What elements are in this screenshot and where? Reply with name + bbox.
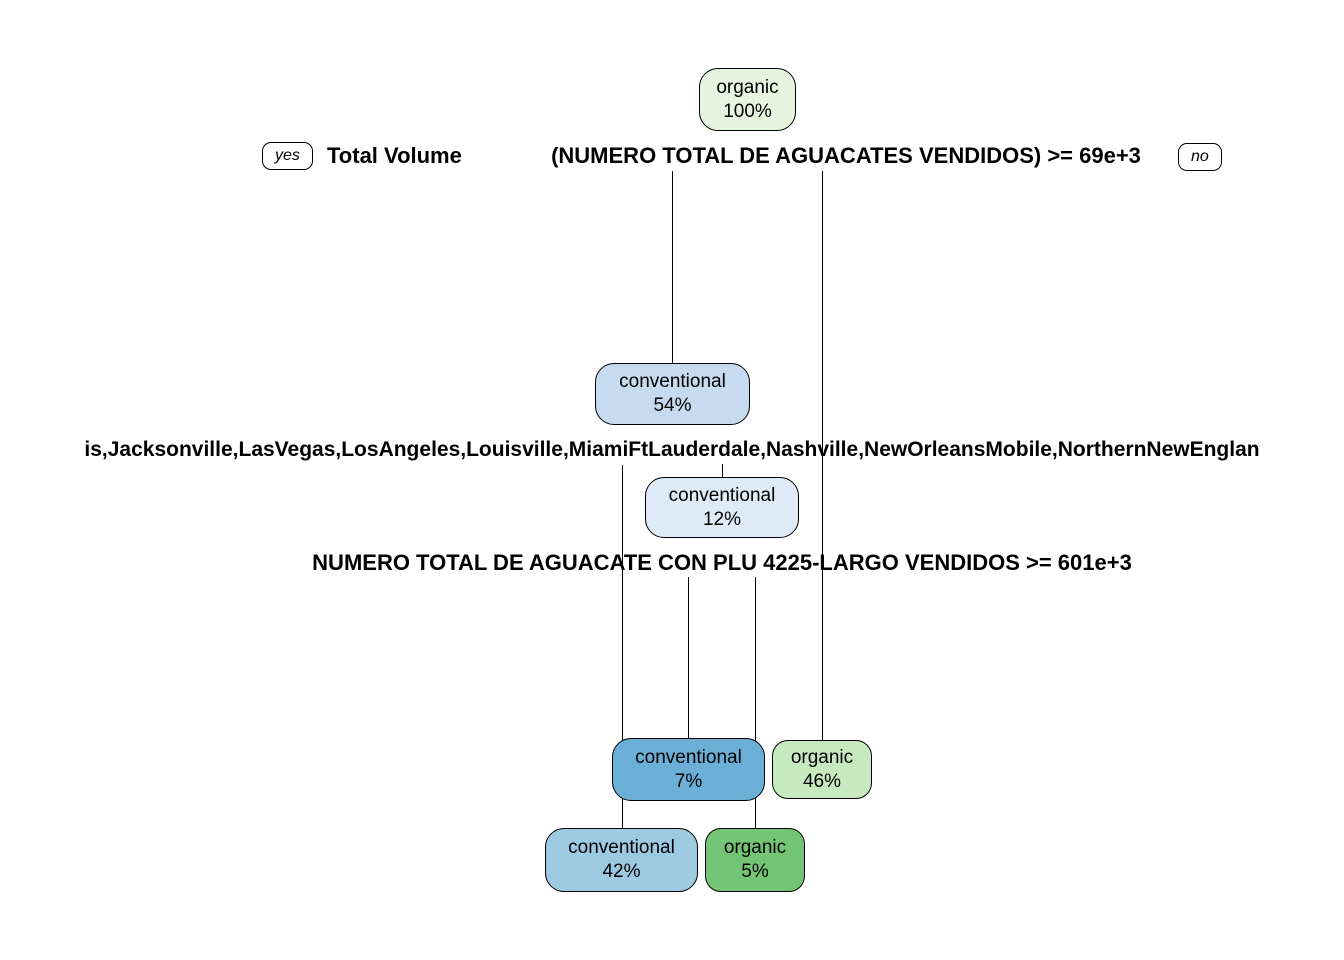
tree-node-conv42: conventional 42% [545, 828, 698, 892]
tree-node-conv12: conventional 12% [645, 477, 799, 538]
node-percent: 12% [702, 508, 742, 530]
node-percent: 54% [653, 395, 692, 416]
node-percent: 100% [723, 100, 772, 122]
tree-node-root: organic 100% [699, 68, 796, 131]
node-class-label: conventional [635, 746, 742, 768]
tree-node-org46: organic 46% [772, 740, 872, 799]
no-badge: no [1178, 143, 1222, 171]
branch-conv12-to-conv7 [688, 577, 689, 738]
split1-condition: (NUMERO TOTAL DE AGUACATES VENDIDOS) >= … [551, 143, 1141, 168]
node-class-label: organic [716, 76, 779, 98]
node-percent: 46% [802, 770, 842, 792]
tree-node-org5: organic 5% [705, 828, 805, 892]
tree-node-conv7: conventional 7% [612, 738, 765, 801]
node-class-label: conventional [619, 371, 726, 392]
branch-conv54-to-conv42 [622, 465, 623, 828]
split3-condition: NUMERO TOTAL DE AGUACATE CON PLU 4225-LA… [312, 550, 1132, 575]
node-class-label: conventional [568, 837, 675, 858]
yes-badge: yes [262, 142, 313, 170]
node-percent: 5% [741, 861, 769, 882]
tree-node-conv54: conventional 54% [595, 363, 750, 425]
split1-variable: Total Volume [327, 143, 462, 168]
branch-conv12-to-org5 [755, 577, 756, 828]
node-class-label: organic [723, 837, 787, 858]
node-percent: 7% [674, 770, 703, 792]
branch-root-to-org46 [822, 171, 823, 741]
split2-city-list: is,Jacksonville,LasVegas,LosAngeles,Loui… [84, 438, 1260, 461]
branch-root-to-conv54 [672, 171, 673, 363]
node-percent: 42% [602, 861, 641, 882]
node-class-label: organic [790, 746, 854, 768]
node-class-label: conventional [668, 484, 776, 506]
branch-conv54-to-conv12 [722, 464, 723, 478]
